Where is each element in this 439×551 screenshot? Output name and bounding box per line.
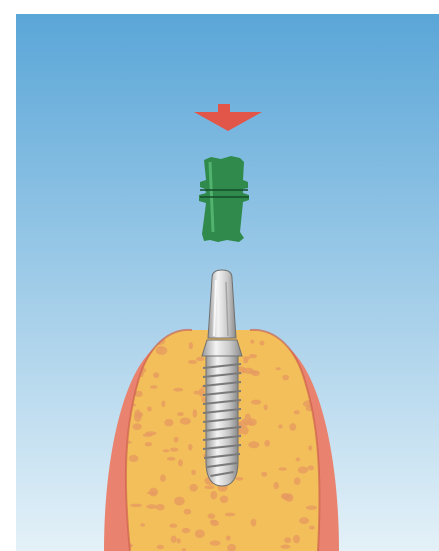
bone-spot <box>308 445 312 450</box>
bone-spot <box>278 424 283 428</box>
bone-spot <box>184 509 192 515</box>
bone-spot <box>182 528 191 533</box>
bone-spot <box>309 526 315 530</box>
bone-spot <box>163 449 170 452</box>
bone-spot <box>189 484 197 492</box>
bone-spot <box>243 421 254 425</box>
bone-spot <box>273 482 279 489</box>
bone-spot <box>161 401 165 408</box>
implant-fixture-icon <box>203 352 241 486</box>
bone-spot <box>157 545 165 549</box>
bone-spot <box>259 341 264 346</box>
bone-spot <box>178 459 183 466</box>
bone-spot <box>250 340 254 344</box>
bone-spot <box>188 360 197 364</box>
bone-spot <box>235 477 243 481</box>
bone-spot <box>294 410 300 414</box>
bone-spot <box>243 359 248 364</box>
bone-spot <box>293 535 300 544</box>
bone-spot <box>281 545 291 549</box>
bone-spot <box>226 536 231 541</box>
bone-spot <box>170 448 179 452</box>
bone-spot <box>167 457 176 461</box>
bone-spot <box>180 418 191 425</box>
bone-spot <box>177 412 184 416</box>
bone-spot <box>210 540 221 545</box>
bone-spot <box>156 504 165 511</box>
bone-spot <box>298 466 308 473</box>
bone-spot <box>204 485 214 489</box>
bone-spot <box>160 474 166 481</box>
bone-spot <box>220 496 229 504</box>
bone-spot <box>189 342 193 349</box>
bone-spot <box>164 419 173 426</box>
bone-spot <box>245 414 251 423</box>
bone-spot <box>177 538 181 543</box>
bone-spot <box>188 444 193 451</box>
bone-spot <box>134 410 141 419</box>
bone-spot <box>299 517 309 524</box>
bone-spot <box>225 513 236 517</box>
bone-spot <box>193 409 198 418</box>
bone-spot <box>149 488 158 497</box>
bone-spot <box>196 357 204 361</box>
bone-spot <box>243 368 254 374</box>
bone-spot <box>264 404 268 410</box>
bone-spot <box>294 477 301 484</box>
bone-spot <box>191 470 196 476</box>
bone-spot <box>129 455 139 462</box>
bone-spot <box>282 375 289 381</box>
bone-spot <box>145 442 152 446</box>
bone-spot <box>174 497 185 506</box>
bone-spot <box>264 440 270 447</box>
bone-spot <box>251 400 261 405</box>
bone-spot <box>153 372 159 378</box>
bone-spot <box>289 423 296 431</box>
bone-spot <box>306 506 317 510</box>
bone-spot <box>249 354 257 358</box>
bone-spot <box>158 346 163 349</box>
bone-spot <box>282 494 291 501</box>
bone-spot <box>202 397 206 403</box>
bone-spot <box>143 434 153 437</box>
bone-spot <box>296 457 301 461</box>
bone-spot <box>173 388 183 392</box>
bone-spot <box>307 465 314 470</box>
bone-spot <box>261 472 267 477</box>
bone-spot <box>169 524 177 528</box>
bone-spot <box>248 441 259 448</box>
bone-spot <box>194 391 200 395</box>
bone-spot <box>208 513 216 519</box>
bone-spot <box>171 536 177 543</box>
bone-spot <box>147 406 152 411</box>
bone-spot <box>241 427 249 435</box>
bone-spot <box>150 385 158 389</box>
bone-spot <box>130 504 142 508</box>
bone-spot <box>279 467 287 470</box>
bone-spot <box>210 520 218 524</box>
bone-spot <box>140 523 145 526</box>
bone-spot <box>251 519 257 527</box>
bone-spot <box>132 423 141 430</box>
bone-spot <box>174 437 179 443</box>
bone-spot <box>210 491 217 500</box>
bone-spot <box>195 529 205 538</box>
bone-spot <box>146 504 157 509</box>
bone-spot <box>276 367 281 370</box>
bone-spot <box>284 537 291 543</box>
